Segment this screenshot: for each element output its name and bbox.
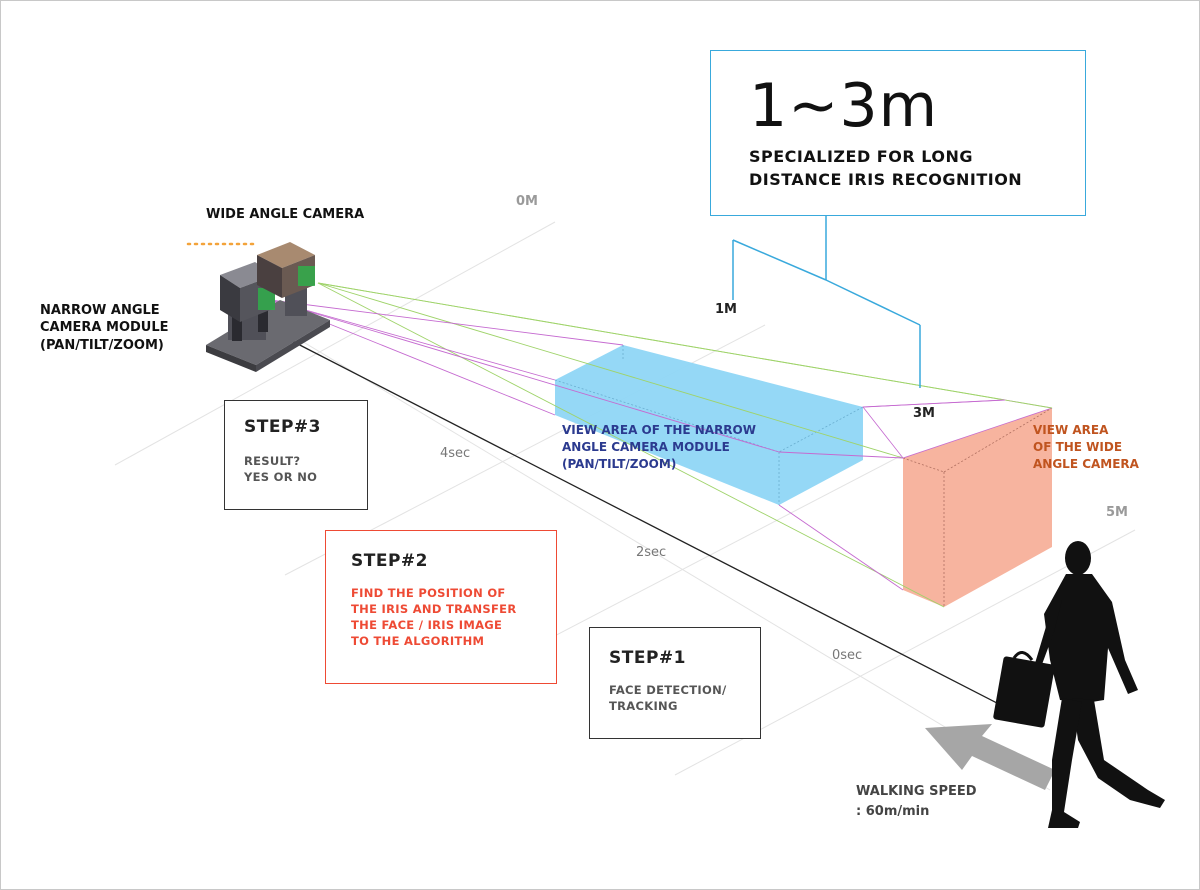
camera-rays [269,282,1053,608]
path-guide-line [299,339,1051,791]
camera-module [206,242,330,372]
narrow-area-label-line1: VIEW AREA OF THE NARROW [562,423,756,437]
step3-title: STEP#3 [244,417,321,437]
time-label-0sec: 0sec [832,648,863,663]
distance-label-1m: 1M [715,302,737,317]
range-subtitle-line2: DISTANCE IRIS RECOGNITION [749,170,1023,189]
step2-title: STEP#2 [351,551,428,571]
step1-desc-line2: TRACKING [609,699,678,713]
range-headline-box: 1~3m SPECIALIZED FOR LONG DISTANCE IRIS … [710,50,1086,216]
wide-camera-top [257,242,315,268]
step3-desc-line1: RESULT? [244,454,301,468]
narrow-camera-label-line2: CAMERA MODULE [40,320,169,335]
distance-label-0m: 0M [516,194,538,209]
walking-person-icon [993,541,1165,828]
wide-area-label-line3: ANGLE CAMERA [1033,457,1139,471]
narrow-camera-label-line3: (PAN/TILT/ZOOM) [40,338,164,353]
briefcase-icon [993,656,1055,728]
step3-box: STEP#3 RESULT? YES OR NO [224,400,368,510]
wide-view-area [862,399,1053,607]
step2-desc-line1: FIND THE POSITION OF [351,586,506,600]
walking-direction-arrow [925,724,1055,790]
range-subtitle-line1: SPECIALIZED FOR LONG [749,147,973,166]
step1-desc-line1: FACE DETECTION/ [609,683,727,697]
wide-area-label-line2: OF THE WIDE [1033,440,1123,454]
step1-title: STEP#1 [609,648,686,668]
step2-desc-line2: THE IRIS AND TRANSFER [351,602,517,616]
step2-box: STEP#2 FIND THE POSITION OF THE IRIS AND… [325,530,557,684]
step2-desc-line3: THE FACE / IRIS IMAGE [351,618,503,632]
walking-speed-value: : 60m/min [856,804,930,819]
wide-camera-label: WIDE ANGLE CAMERA [206,207,365,222]
range-value: 1~3m [749,71,939,141]
narrow-area-label-line3: (PAN/TILT/ZOOM) [562,457,677,471]
time-label-2sec: 2sec [636,545,667,560]
distance-label-5m: 5M [1106,505,1128,520]
step1-box: STEP#1 FACE DETECTION/ TRACKING [589,627,761,739]
wide-area-label-line1: VIEW AREA [1033,423,1109,437]
distance-line-0m [114,221,556,466]
step2-desc-line4: TO THE ALGORITHM [351,634,485,648]
narrow-camera-lens [258,288,275,310]
time-label-4sec: 4sec [440,446,471,461]
narrow-area-label-line2: ANGLE CAMERA MODULE [562,440,730,454]
narrow-view-area [554,345,864,505]
step3-desc-line2: YES OR NO [244,470,318,484]
range-bracket [732,216,921,388]
walking-speed-label: WALKING SPEED [856,784,977,799]
wide-camera-lens [298,266,315,286]
narrow-camera-label-line1: NARROW ANGLE [40,303,160,318]
distance-label-3m: 3M [913,406,935,421]
walking-path-line [289,339,1031,721]
